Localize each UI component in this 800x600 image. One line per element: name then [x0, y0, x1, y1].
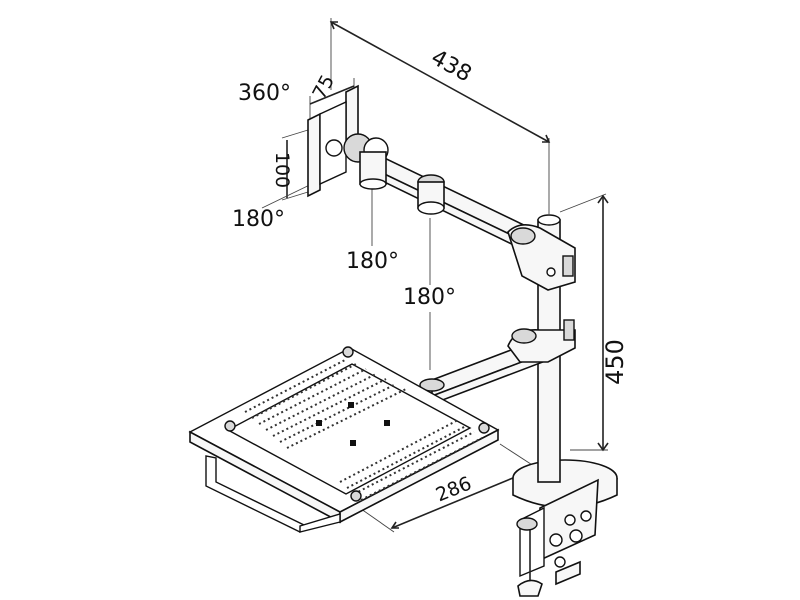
tray-depth-label: 286 — [433, 472, 475, 506]
screen-rotation-label: 360° — [238, 81, 291, 106]
head-tilt-label: 180° — [232, 207, 285, 232]
desk-clamp — [512, 459, 618, 597]
height-dimension-label: 450 — [601, 339, 629, 385]
vesa-horizontal-label: 75 — [308, 71, 339, 103]
laptop-tray — [188, 346, 500, 533]
lower-arm — [419, 319, 576, 406]
tray-vent-pattern-upper — [244, 359, 407, 449]
joint-two-rotation-label: 180° — [403, 285, 456, 310]
vesa-vertical-label: 100 — [271, 152, 293, 188]
joint-one-rotation-label: 180° — [346, 249, 399, 274]
monitor-head — [307, 84, 389, 198]
upper-arm — [371, 150, 576, 291]
tray-vent-pattern-lower — [339, 419, 483, 501]
reach-dimension-label: 438 — [427, 45, 476, 87]
vesa-vertical-dimension: 100 — [271, 129, 309, 201]
height-dimension: 450 — [559, 193, 629, 452]
rotation-leaders — [261, 179, 431, 370]
tray-mount-holes — [316, 402, 390, 446]
